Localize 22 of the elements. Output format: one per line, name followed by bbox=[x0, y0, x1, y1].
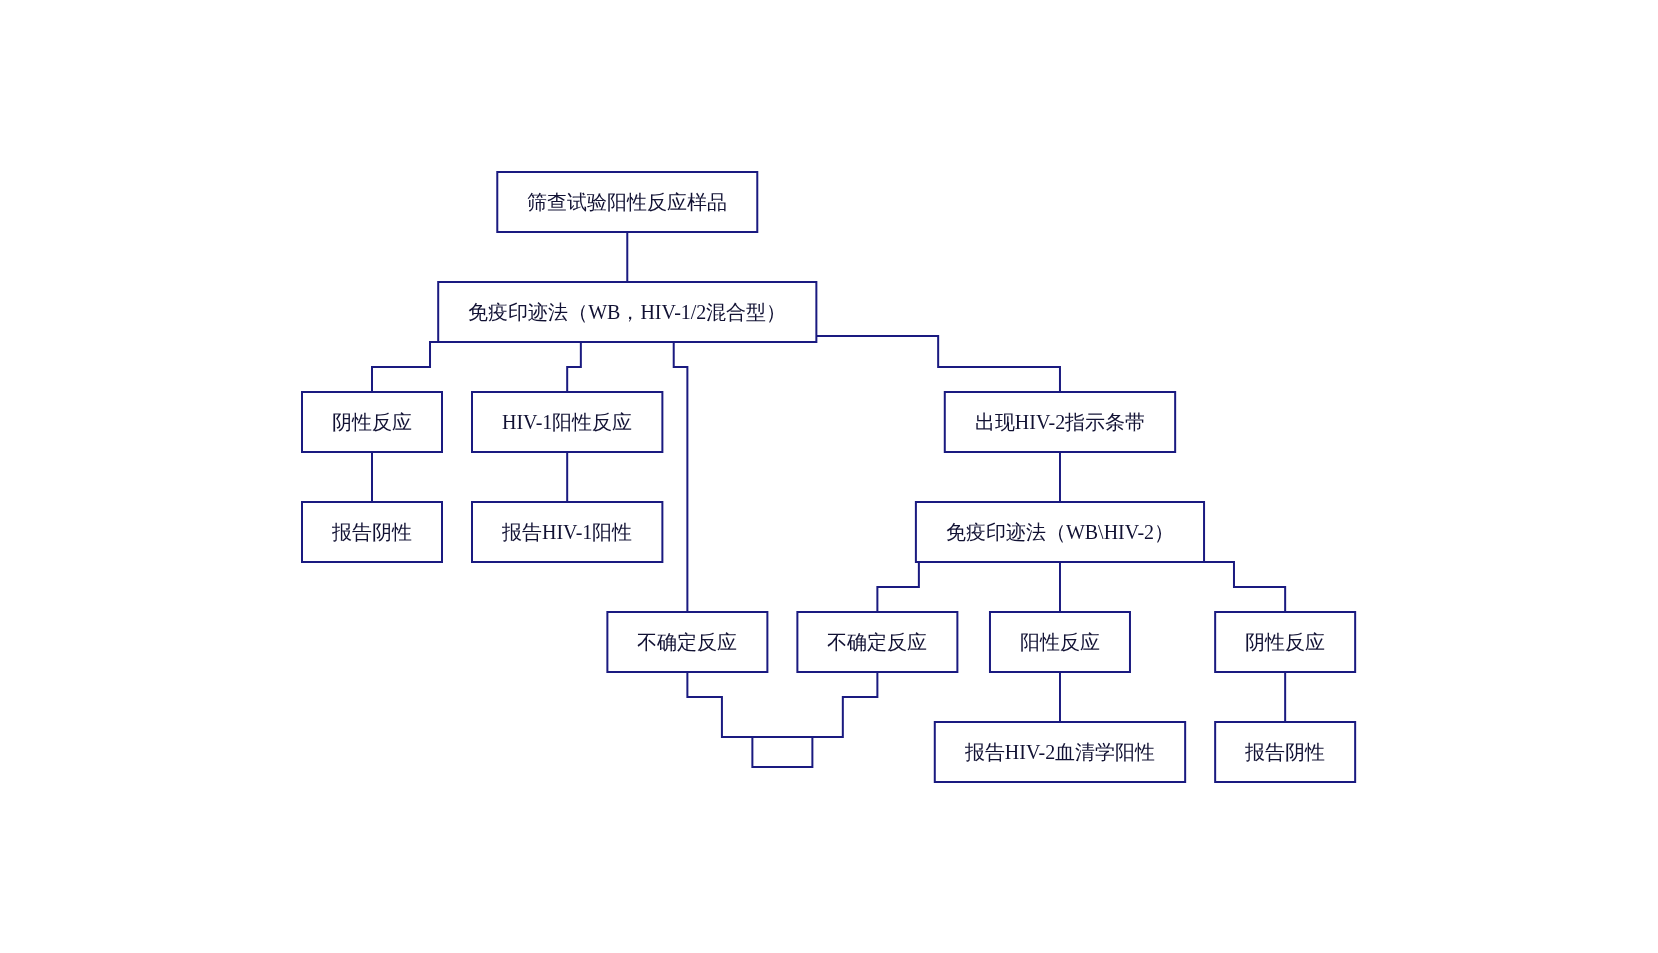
node-box bbox=[751, 735, 814, 768]
connector bbox=[1059, 450, 1062, 503]
node-box: 不确定反应 bbox=[796, 610, 959, 673]
node-box: 不确定反应 bbox=[606, 610, 769, 673]
node-box: 阳性反应 bbox=[989, 610, 1132, 673]
node-box: 阴性反应 bbox=[1214, 610, 1357, 673]
connector bbox=[1059, 560, 1062, 613]
node-box: 报告HIV-1阳性 bbox=[471, 500, 664, 563]
node-box: 阴性反应 bbox=[301, 390, 444, 453]
connector bbox=[1284, 670, 1287, 723]
node-box: HIV-1阳性反应 bbox=[471, 390, 664, 453]
connector bbox=[566, 450, 569, 503]
connector bbox=[1059, 670, 1062, 723]
connector bbox=[371, 450, 374, 503]
connector bbox=[626, 230, 629, 283]
node-box: 免疫印迹法（WB，HIV-1/2混合型） bbox=[437, 280, 818, 343]
node-box: 筛查试验阳性反应样品 bbox=[496, 170, 759, 233]
node-box: 出现HIV-2指示条带 bbox=[944, 390, 1177, 453]
node-box: 报告阴性 bbox=[1214, 720, 1357, 783]
node-box: 报告HIV-2血清学阳性 bbox=[934, 720, 1187, 783]
node-box: 免疫印迹法（WB\HIV-2） bbox=[915, 500, 1206, 563]
node-box: 报告阴性 bbox=[301, 500, 444, 563]
